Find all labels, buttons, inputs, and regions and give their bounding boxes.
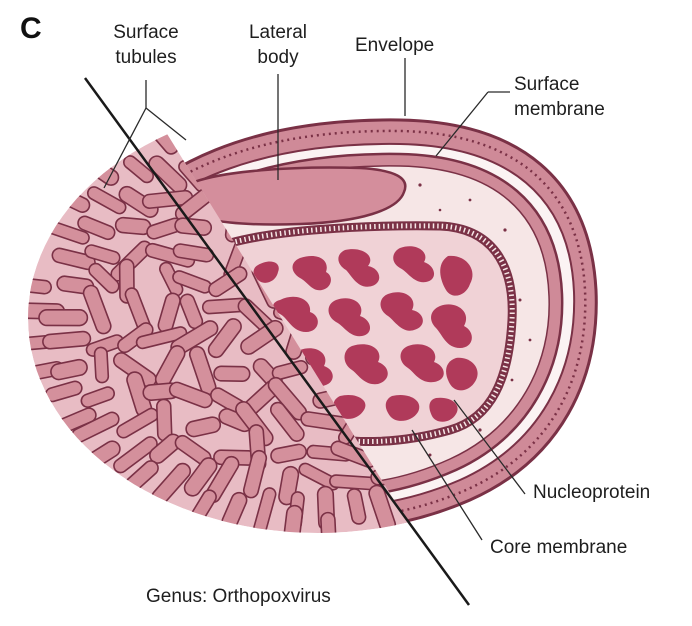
surface-tubule — [39, 310, 87, 326]
surface-tubule — [251, 96, 273, 135]
surface-tubule — [94, 347, 108, 383]
label-nucleoprotein: Nucleoprotein — [533, 482, 650, 503]
label-surface-membrane-line1: Surface — [514, 74, 579, 95]
surface-tubule — [214, 89, 244, 136]
caption-genus: Genus: Orthopoxvirus — [146, 586, 331, 607]
surface-tubule — [115, 217, 151, 235]
surface-tubule — [321, 512, 337, 551]
label-surface-membrane-line2: membrane — [514, 99, 605, 120]
label-surface-tubules-line2: tubules — [115, 47, 176, 68]
label-core-membrane: Core membrane — [490, 537, 627, 558]
surface-tubule — [42, 331, 91, 349]
panel-letter: C — [20, 12, 42, 45]
label-surface-tubules-line1: Surface — [113, 22, 178, 43]
label-lateral-body-line1: Lateral — [249, 22, 307, 43]
surface-tubule — [214, 366, 250, 381]
surface-tubule — [177, 97, 212, 142]
label-envelope: Envelope — [355, 35, 434, 56]
label-lateral-body-line2: body — [257, 47, 299, 68]
